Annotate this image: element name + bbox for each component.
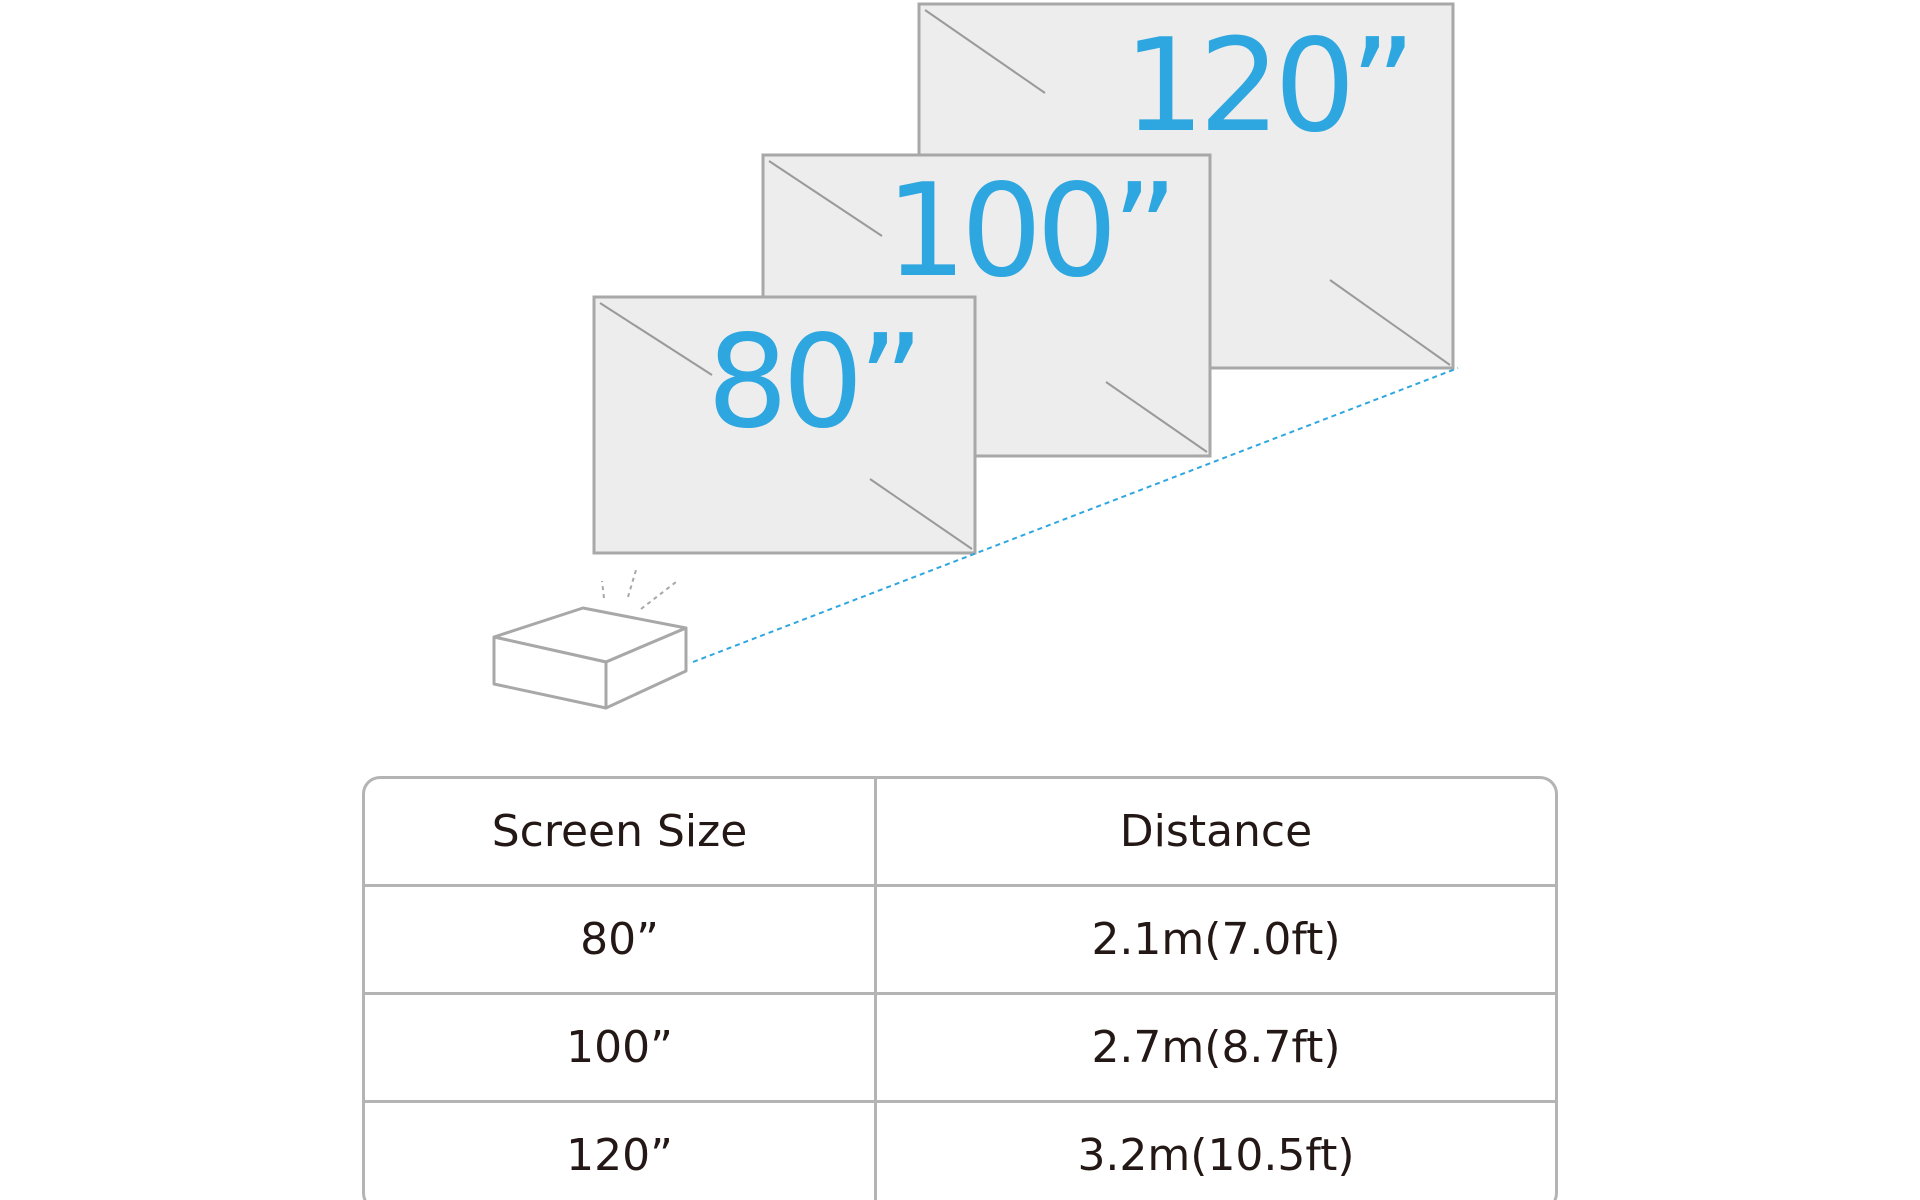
table-row: 80” 2.1m(7.0ft) bbox=[365, 884, 1555, 992]
table-header-row: Screen Size Distance bbox=[365, 779, 1555, 884]
cell-distance: 2.1m(7.0ft) bbox=[874, 884, 1555, 992]
table-row: 120” 3.2m(10.5ft) bbox=[365, 1100, 1555, 1200]
cell-distance: 3.2m(10.5ft) bbox=[874, 1100, 1555, 1200]
table-row: 100” 2.7m(8.7ft) bbox=[365, 992, 1555, 1100]
projector-icon bbox=[492, 569, 688, 710]
projection-diagram: 120” 100” 80” bbox=[492, 2, 1459, 710]
screen-100-label: 100” bbox=[885, 157, 1172, 306]
header-distance: Distance bbox=[874, 779, 1555, 884]
cell-screen-size: 80” bbox=[365, 884, 874, 992]
screen-80-corner-mark-top bbox=[599, 302, 713, 376]
screen-80-corner-mark-bottom bbox=[869, 478, 973, 550]
cell-distance: 2.7m(8.7ft) bbox=[874, 992, 1555, 1100]
screen-120-corner-mark-top bbox=[924, 9, 1046, 94]
throw-distance-table: Screen Size Distance 80” 2.1m(7.0ft) 100… bbox=[362, 776, 1558, 1200]
light-ray bbox=[640, 581, 677, 610]
screen-100-corner-mark-top bbox=[768, 160, 883, 237]
cell-screen-size: 100” bbox=[365, 992, 874, 1100]
screen-100-corner-mark-bottom bbox=[1105, 381, 1208, 453]
projection-ray bbox=[692, 367, 1459, 663]
screen-80-label: 80” bbox=[707, 308, 918, 457]
light-ray bbox=[601, 580, 605, 599]
screen-80: 80” bbox=[592, 295, 977, 555]
header-screen-size: Screen Size bbox=[491, 806, 748, 857]
screen-120-label: 120” bbox=[1123, 12, 1410, 161]
screen-120-corner-mark-bottom bbox=[1329, 279, 1451, 366]
light-ray bbox=[627, 569, 637, 598]
projector-side-face bbox=[604, 626, 688, 710]
cell-screen-size: 120” bbox=[365, 1100, 874, 1200]
